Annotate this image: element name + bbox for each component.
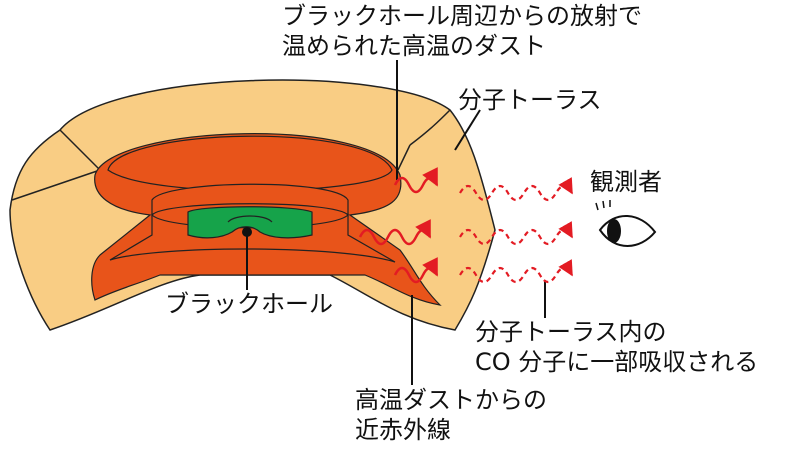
label-black-hole: ブラックホール [165,290,333,318]
torus-seam-right [409,109,451,146]
absorbed-wave-mid [459,221,573,246]
label-absorb-line1: 分子トーラス内の [475,318,667,346]
accretion-disk [187,206,313,239]
accretion-disk-inner [227,215,273,223]
label-hot-dust-line1: ブラックホール周辺からの放射で [282,2,642,30]
absorbed-wave-bottom [459,259,573,284]
label-nir-line2: 近赤外線 [355,416,451,444]
black-hole-dot [242,227,252,237]
label-absorb-line2: CO 分子に一部吸収される [475,348,758,376]
leader-torus [454,109,481,151]
ir-wave-bottom [393,256,439,284]
label-torus: 分子トーラス [458,86,602,114]
eye-icon [595,200,657,247]
ir-wave-top [393,166,439,194]
label-observer: 観測者 [590,168,662,196]
label-nir-line1: 高温ダストからの [355,386,547,414]
torus-seam-right-inner [397,144,411,171]
ir-wave-mid [358,218,432,246]
label-hot-dust-line2: 温められた高温のダスト [282,32,546,60]
absorbed-wave-top [459,177,573,202]
